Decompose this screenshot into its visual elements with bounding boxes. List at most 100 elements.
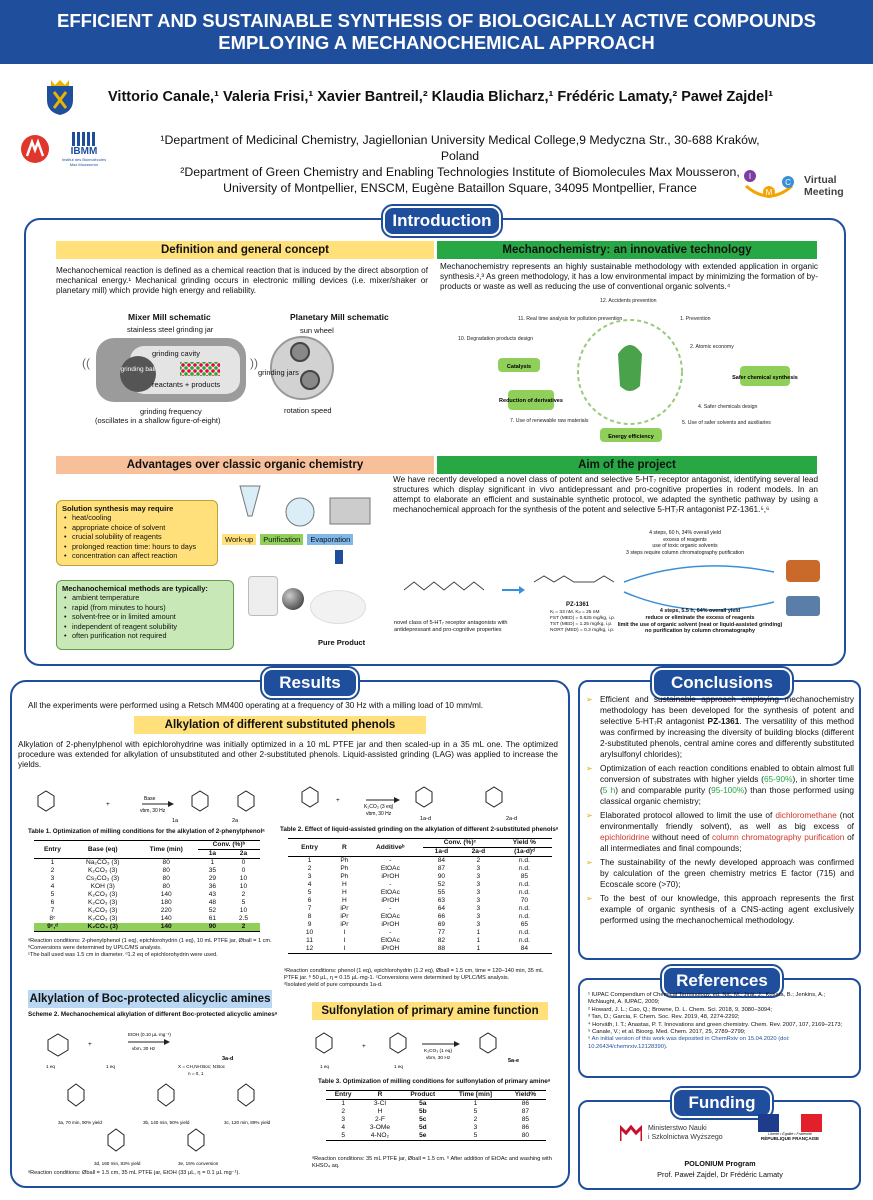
sun-wheel-label: sun wheel [300, 326, 334, 335]
conclusion-text: ), in shorter time ( [600, 774, 854, 795]
table-cell: 1 [476, 937, 481, 944]
reference-item[interactable]: ⁶ An initial version of this work was de… [588, 1036, 790, 1050]
principle-5: 5. Use of safer solvents and auxiliaries [682, 420, 771, 426]
conclusion-text: Elaborated protocol allowed to limit the… [600, 810, 776, 820]
table-cell: 3 [341, 1116, 345, 1123]
list-item: rapid (from minutes to hours) [62, 603, 228, 613]
republique-francaise-logo: Liberté • Égalité • Fraternité RÉPUBLIQU… [758, 1114, 822, 1141]
table-cell: 6 [50, 899, 55, 906]
table-cell: 3 [476, 873, 481, 880]
table-cell: 2 [341, 1108, 345, 1115]
table-cell: 85 [521, 1116, 530, 1123]
imc-letter-c: C [785, 178, 791, 187]
old-route-line: 4 steps, 60 h, 34% overall yield [649, 530, 721, 536]
table-cell: K₂CO₃ (3) [88, 899, 118, 906]
phenols-heading: Alkylation of different substituted phen… [134, 716, 426, 734]
compound-data-line: TST (MED) = 1.25 mg/kg, i.p. [550, 622, 613, 627]
table-cell: EtOAc [380, 913, 400, 920]
table2-note: ᵃReaction conditions: phenol (1 eq), epi… [284, 968, 544, 981]
table-cell: H [377, 1108, 383, 1115]
conclusion-text: 95-100% [711, 785, 745, 795]
boc-product-3b: 3b, 140 min, 90% yield [143, 1120, 190, 1125]
table-cell: iPrOH [381, 921, 400, 928]
scheme3-condition-vbm: vbm, 30 Hz [132, 1046, 156, 1051]
reference-item: ⁴ Horváth, I. T.; Anastas, P. T. Innovat… [588, 1021, 843, 1028]
mixer-mill-title: Mixer Mill schematic [128, 312, 211, 322]
jar-image [248, 576, 278, 616]
imc-letter-i: I [749, 172, 751, 181]
arrow-down-icon [335, 550, 343, 564]
scheme4-eq-2: 1 eq [394, 1064, 403, 1069]
table-cell: 2-F [375, 1116, 385, 1123]
grinding-ball-label: grinding ball [120, 366, 156, 373]
table-cell: K₂CO₃ (3) [88, 891, 118, 898]
table-header-cell: R [331, 838, 358, 857]
table-cell: 84 [437, 857, 446, 864]
planet-jar-2 [300, 370, 320, 390]
table-cell: EtOAc [380, 865, 400, 872]
ibmm-label: IBMM [70, 146, 98, 157]
table-cell: H [342, 881, 347, 888]
table-cell: 84 [520, 945, 529, 952]
scheme3-product-label: 3a-d [222, 1056, 233, 1062]
reference-item: ³ Tan, D.; Garcia, F. Chem. Soc. Rev. 20… [588, 1014, 740, 1021]
conclusion-text: PZ-1361 [707, 716, 740, 726]
table-cell: 3 [476, 889, 481, 896]
table-header-cell: R [360, 1090, 400, 1100]
table-header-cell: Time [min] [446, 1090, 505, 1100]
table-cell: 86 [521, 1100, 530, 1107]
svg-text:+: + [106, 801, 110, 808]
results-title: Results [262, 668, 358, 698]
grinding-jars-label: grinding jars [258, 368, 299, 377]
scheme2-condition-base: K₂CO₃ (3 eq) [364, 804, 394, 810]
table-cell: 3-Cl [373, 1100, 386, 1107]
references-list: ¹ IUPAC Compendium of Chemical Terminolo… [588, 992, 854, 1051]
old-route-box: 4 steps, 60 h, 34% overall yield excess … [600, 530, 770, 556]
table-cell: 80 [162, 867, 170, 874]
conclusion-text: Optimization of each reaction conditions… [600, 763, 854, 784]
old-route-line: 3 steps require column chromatography pu… [626, 549, 744, 556]
table2-note: ᵈIsolated yield of pure compounds 1a-d. [284, 982, 383, 988]
table-cell: 43 [208, 891, 217, 898]
table-cell: 5 [241, 899, 246, 906]
funding-title: Funding [672, 1088, 772, 1118]
table-cell: 2 [307, 865, 312, 872]
principle-6-badge: Energy efficiency [608, 434, 654, 440]
boc-product-3d: 3d, 160 min, 83% yield [94, 1161, 141, 1166]
planetary-mill-title: Planetary Mill schematic [290, 312, 389, 322]
conclusion-text: (not environmentally friendly solvent), … [600, 810, 854, 831]
table3-notes: ᵃReaction conditions: 35 mL PTFE jar, Øb… [312, 1156, 552, 1169]
table-cell: 64 [437, 905, 446, 912]
workflow-steps: Work-up Purification Evaporation [222, 534, 354, 545]
old-route-line: use of toxic organic solvents [652, 543, 718, 550]
table-cell: Na₂CO₃ (3) [85, 859, 120, 866]
table-cell: 90 [437, 873, 446, 880]
table-cell: iPr [340, 921, 349, 928]
scheme4-condition-base: K₂CO₃ (1 eq) [424, 1048, 452, 1054]
scheme4-product-label: 5a-e [508, 1058, 519, 1064]
table-cell: Ph [340, 865, 349, 872]
table-cell: n.d. [518, 881, 530, 888]
svg-text:+: + [336, 797, 340, 804]
compound-name: PZ-1361 [566, 602, 590, 608]
list-item: crucial solubility of reagents [62, 532, 212, 542]
table-cell: 88 [437, 945, 446, 952]
solution-synthesis-title: Solution synthesis may require [62, 504, 174, 513]
table-cell: 48 [208, 899, 217, 906]
conclusion-item: Elaborated protocol allowed to limit the… [586, 810, 854, 854]
table-cell: K₂CO₃ (3) [87, 923, 118, 930]
table-cell: 7 [307, 905, 312, 912]
pure-product-label: Pure Product [318, 638, 366, 647]
oscillation-label: (oscillates in a shallow figure-of-eight… [95, 416, 221, 425]
new-route-line: no purification by column chromatography [645, 628, 755, 635]
conclusion-text: without need of [649, 832, 713, 842]
table-cell: H [342, 889, 347, 896]
table-cell: 5 [473, 1108, 478, 1115]
